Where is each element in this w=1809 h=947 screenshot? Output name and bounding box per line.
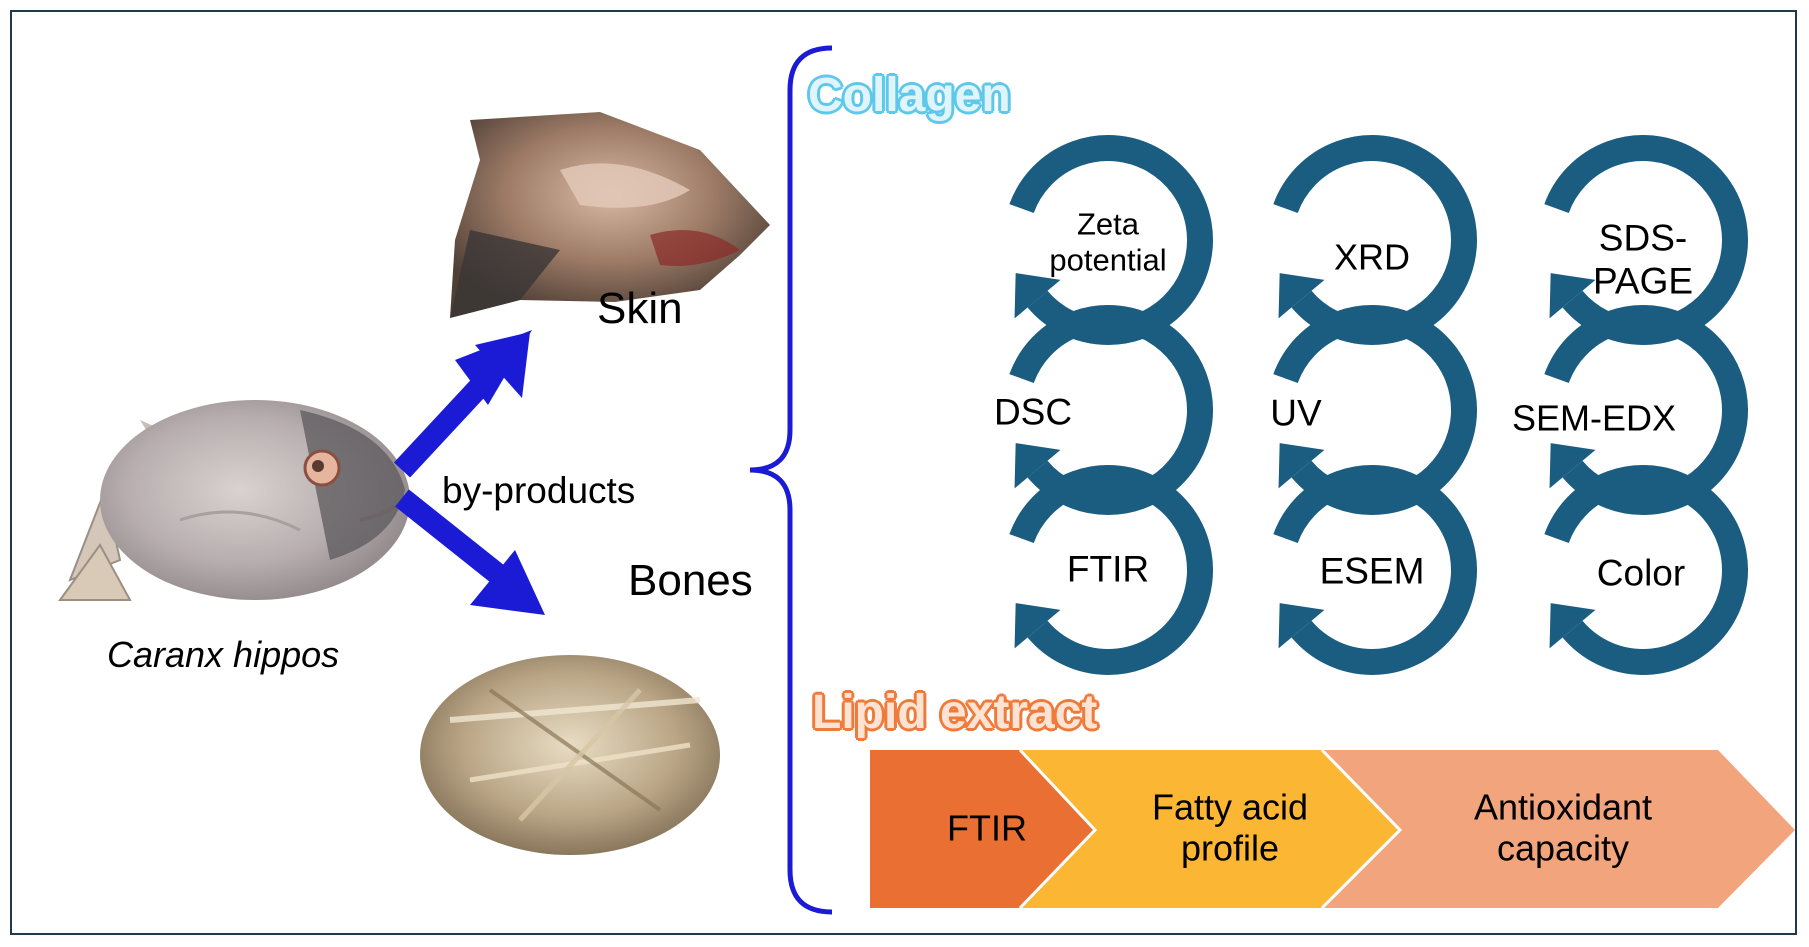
lipid-step-ftir-label: FTIR <box>947 807 1027 849</box>
lipid-pipeline <box>870 748 1795 910</box>
analysis-esem: ESEM <box>1319 550 1425 592</box>
lipid-step-fatty-acid-shape <box>1020 750 1400 908</box>
byproducts-label: by-products <box>442 470 636 511</box>
ring-arrowhead-sds-page <box>1549 273 1596 319</box>
ring-arrowhead-sem-edx <box>1549 443 1596 489</box>
lipid-step-ftir-shape <box>870 750 1095 908</box>
analysis-color: Color <box>1596 552 1686 594</box>
ring-arrowhead-zeta-potential <box>1014 273 1061 319</box>
lipid-step-antioxidant-shape <box>1322 750 1795 908</box>
ring-arc-sds-page <box>1544 135 1748 345</box>
arrow-to-bones <box>395 489 545 615</box>
analysis-dsc: DSC <box>993 391 1073 433</box>
lipid-step-fatty-acid-label: Fatty acid profile <box>1151 786 1309 869</box>
ring-arrowhead-uv <box>1278 443 1325 489</box>
collagen-analysis-rings <box>1009 135 1748 675</box>
analysis-sem-edx: SEM-EDX <box>1511 397 1677 439</box>
lipid-extract-heading: Lipid extract <box>811 685 1098 740</box>
species-label: Caranx hippos <box>107 634 340 675</box>
arrow-to-skin <box>393 330 532 478</box>
ring-arc-ftir <box>1009 465 1213 675</box>
analysis-ftir: FTIR <box>1066 548 1150 590</box>
bones-label: Bones <box>628 556 753 605</box>
fish-image <box>58 400 410 601</box>
skin-label: Skin <box>597 284 683 333</box>
bones-image <box>420 655 720 855</box>
ring-arrowhead-esem <box>1278 603 1325 649</box>
ring-arrowhead-color <box>1549 603 1596 649</box>
lipid-step-antioxidant-label: Antioxidant capacity <box>1473 786 1653 869</box>
analysis-uv: UV <box>1270 392 1322 434</box>
ring-arc-dsc <box>1009 305 1213 515</box>
ring-arrowhead-ftir <box>1014 603 1061 649</box>
ring-arc-color <box>1544 465 1748 675</box>
skin-image <box>450 112 770 318</box>
ring-arc-xrd <box>1273 135 1477 345</box>
analysis-zeta-potential: Zeta potential <box>1049 206 1167 277</box>
analysis-sds-page: SDS-PAGE <box>1592 217 1694 301</box>
ring-arrowhead-xrd <box>1278 273 1325 319</box>
ring-arc-zeta-potential <box>1009 135 1213 345</box>
ring-arc-sem-edx <box>1544 305 1748 515</box>
grouping-brace <box>749 45 833 915</box>
analysis-xrd: XRD <box>1333 236 1411 278</box>
ring-arrowhead-dsc <box>1014 443 1061 489</box>
ring-arc-esem <box>1273 465 1477 675</box>
collagen-heading: Collagen <box>807 68 1012 123</box>
ring-arc-uv <box>1273 305 1477 515</box>
